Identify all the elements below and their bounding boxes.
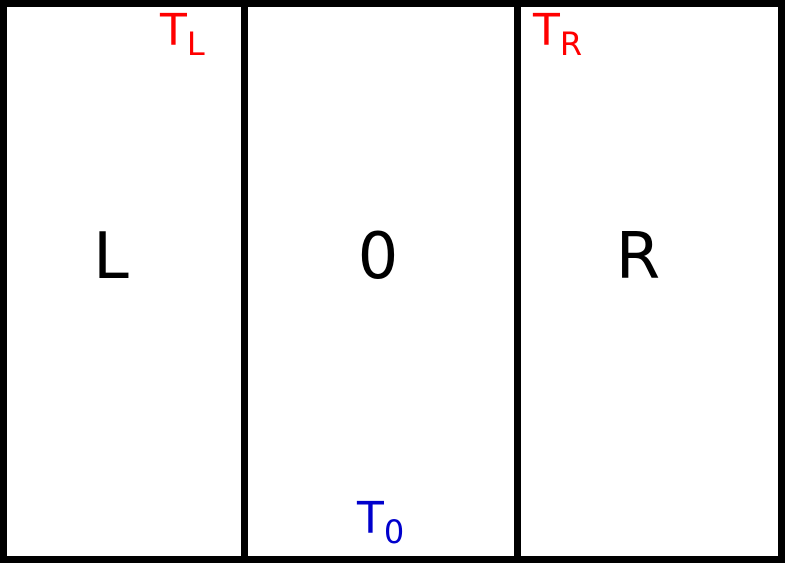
temperature-right: TR	[533, 9, 583, 64]
divider-right	[514, 0, 521, 563]
region-label-middle: 0	[357, 220, 399, 294]
temperature-left: TL	[160, 9, 205, 64]
temperature-left-subscript: L	[186, 25, 205, 64]
region-label-left: L	[93, 220, 129, 294]
temperature-middle-symbol: T	[357, 493, 384, 544]
temperature-middle: T0	[357, 497, 405, 552]
temperature-right-subscript: R	[559, 25, 583, 64]
region-label-right: R	[615, 220, 661, 294]
divider-left	[241, 0, 248, 563]
temperature-left-symbol: T	[160, 5, 187, 56]
temperature-middle-subscript: 0	[383, 513, 405, 552]
temperature-right-symbol: T	[533, 5, 560, 56]
